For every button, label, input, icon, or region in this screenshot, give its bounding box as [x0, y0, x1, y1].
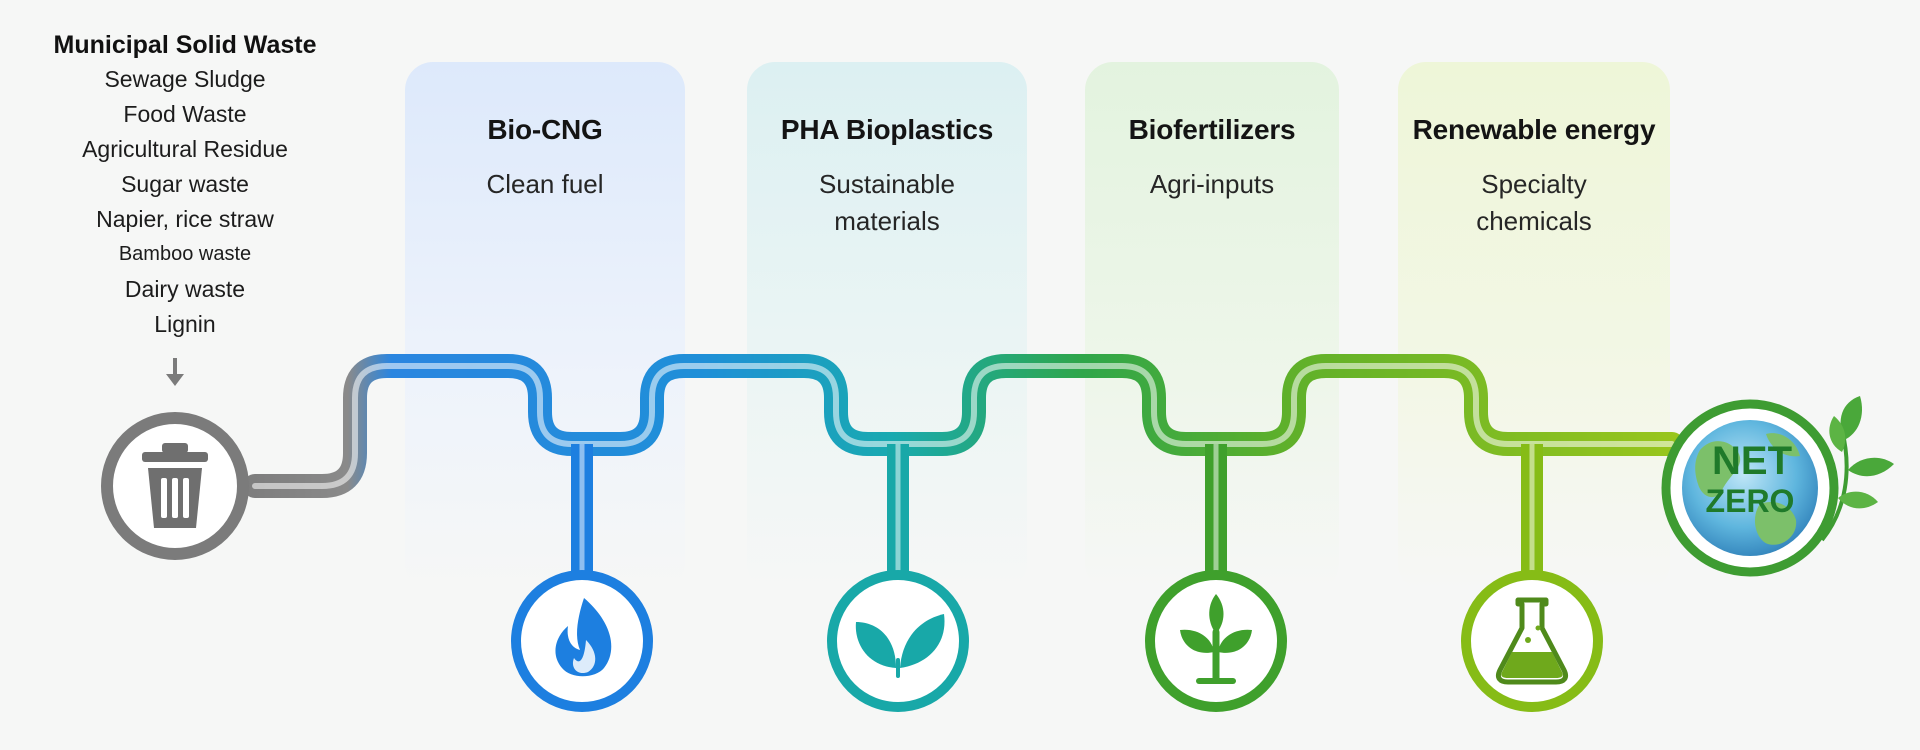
product-panel-pha-bioplastics: PHA Bioplastics Sustainable materials: [747, 62, 1027, 592]
product-panel-bio-cng: Bio-CNG Clean fuel: [405, 62, 685, 592]
product-subtitle: Agri-inputs: [1149, 169, 1275, 199]
feedstock-item: Agricultural Residue: [82, 136, 288, 162]
flask-icon: [1461, 570, 1603, 712]
product-title: Bio-CNG: [487, 114, 603, 145]
net-zero-line1: NET: [1712, 439, 1792, 483]
trash-bin-icon: [101, 412, 249, 560]
flame-icon: [511, 570, 653, 712]
feedstock-item: Napier, rice straw: [96, 206, 274, 232]
product-subtitle: Clean fuel: [486, 169, 604, 199]
feedstock-list: Municipal Solid Waste Sewage Sludge Food…: [20, 28, 350, 342]
feedstock-item: Bamboo waste: [118, 243, 252, 265]
product-subtitle: Sustainable materials: [819, 169, 955, 236]
feedstock-item: Lignin: [154, 311, 216, 337]
product-title: Biofertilizers: [1128, 114, 1296, 145]
feedstock-item: Food Waste: [123, 101, 247, 127]
product-title: PHA Bioplastics: [780, 114, 994, 145]
pipeline: [243, 354, 1684, 574]
product-subtitle: Specialty chemicals: [1476, 169, 1592, 236]
feedstock-item: Sewage Sludge: [104, 66, 266, 92]
feedstock-item: Dairy waste: [124, 276, 246, 302]
net-zero-line2: ZERO: [1706, 483, 1795, 519]
globe-icon: NET ZERO: [1661, 396, 1894, 577]
product-title: Renewable energy: [1412, 114, 1656, 145]
sprout-icon: [1145, 570, 1287, 712]
feedstock-heading: Municipal Solid Waste: [53, 31, 317, 59]
leaf-icon: [827, 570, 969, 712]
down-arrow-icon: [166, 358, 184, 386]
product-panel-renewable-energy: Renewable energy Specialty chemicals: [1398, 62, 1670, 592]
feedstock-item: Sugar waste: [121, 171, 249, 197]
